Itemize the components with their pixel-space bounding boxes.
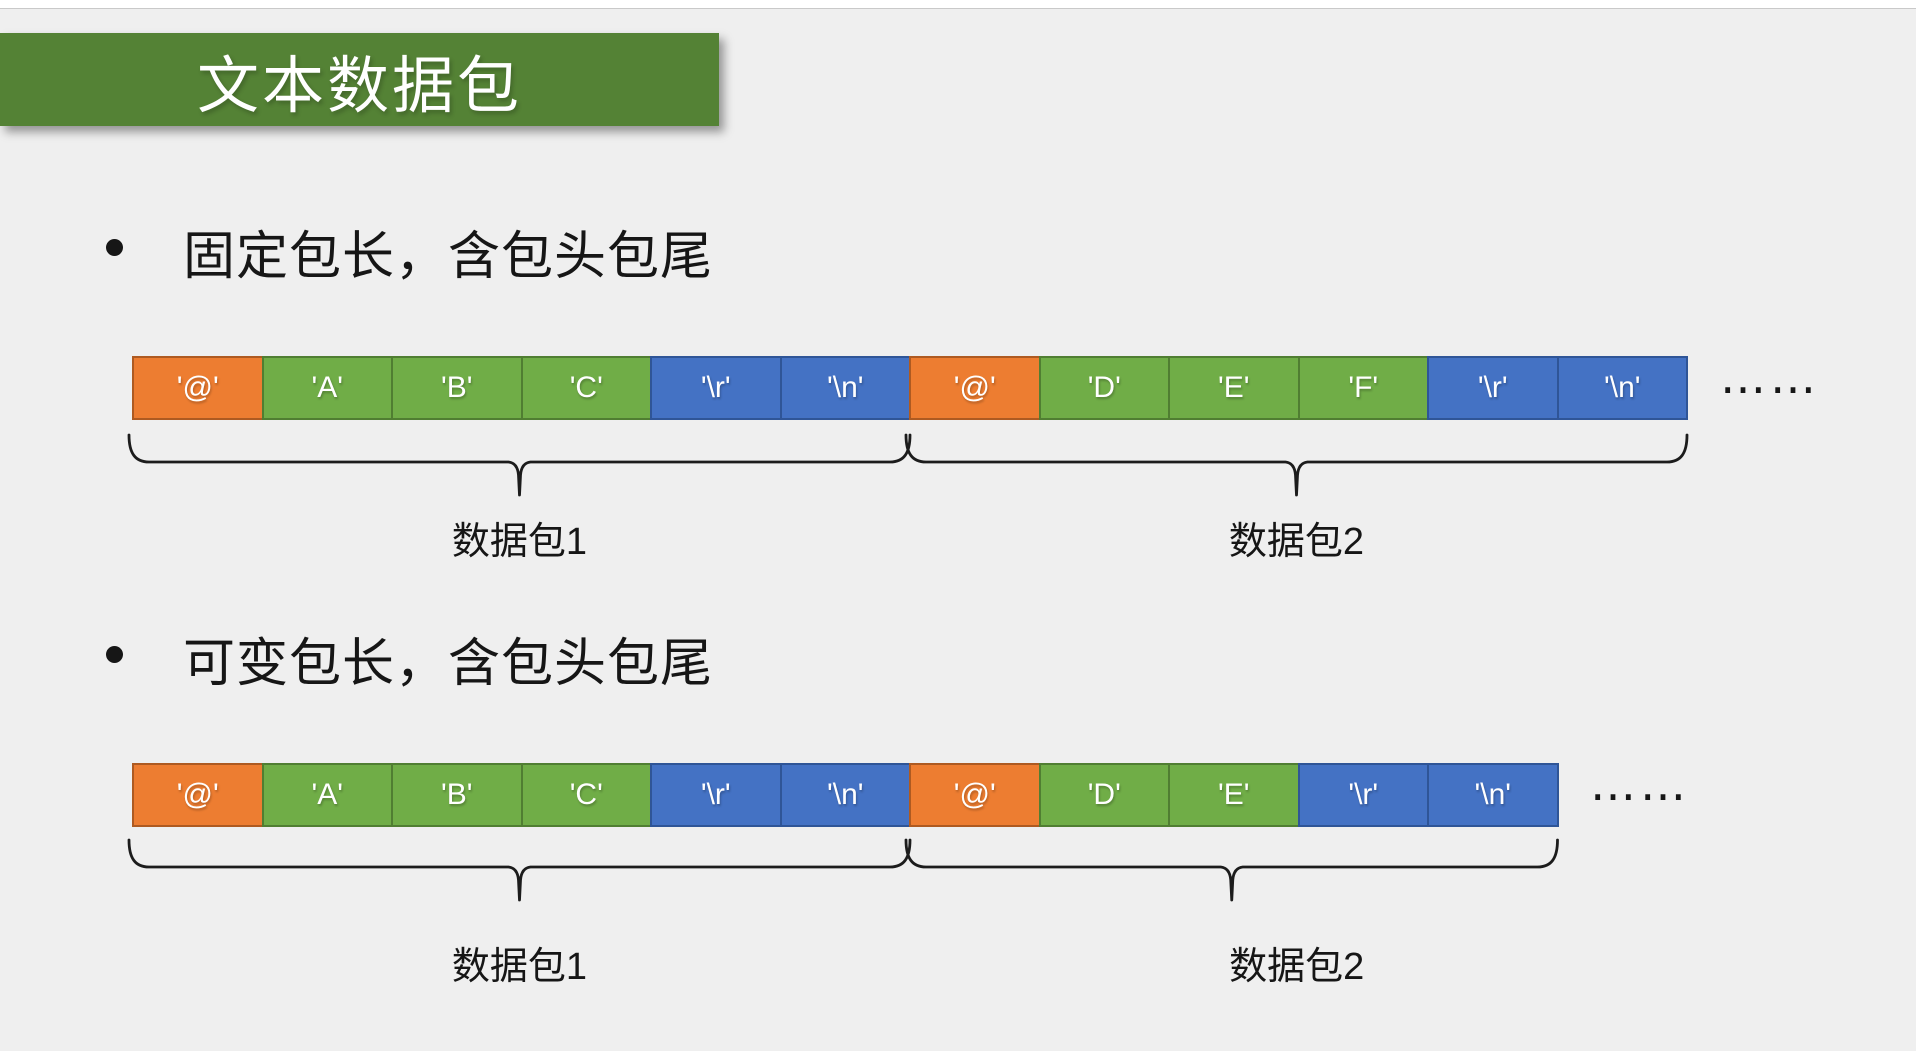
page-title: 文本数据包 [196,51,522,121]
byte-cell: 'E' [1168,356,1300,420]
byte-cell: 'A' [261,763,393,827]
byte-cell: '@' [132,763,264,827]
byte-cell: 'C' [520,356,652,420]
byte-cell: 'A' [261,356,393,420]
bullet-text-variable-length: 可变包长，含包头包尾 [183,635,714,693]
packet-label: 数据包2 [1229,946,1365,988]
byte-cell: '@' [909,356,1041,420]
byte-cell: '\n' [779,356,911,420]
packet-label: 数据包1 [451,946,588,988]
byte-row-fixed: '@''A''B''C''\r''\n''@''D''E''F''\r''\n' [132,356,1688,420]
packet-brace [904,433,1689,497]
byte-cell: 'C' [520,763,652,827]
packet-brace [904,838,1559,902]
byte-cell: '\r' [1427,356,1559,420]
row-ellipsis: …… [1720,350,1820,404]
byte-cell: '\n' [1556,356,1688,420]
byte-cell: 'B' [391,763,523,827]
bullet-icon [106,239,123,256]
byte-cell: '\r' [650,356,782,420]
packet-label: 数据包1 [451,521,588,563]
byte-cell: 'D' [1038,356,1170,420]
byte-cell: 'B' [391,356,523,420]
packet-brace [127,838,912,902]
byte-cell: 'E' [1168,763,1300,827]
byte-cell: 'D' [1038,763,1170,827]
bullet-text-fixed-length: 固定包长，含包头包尾 [183,228,714,286]
byte-cell: '\r' [1297,763,1429,827]
bullet-icon [106,646,123,663]
packet-label: 数据包2 [1228,521,1365,563]
byte-cell: '@' [909,763,1041,827]
byte-row-variable: '@''A''B''C''\r''\n''@''D''E''\r''\n' [132,763,1559,827]
byte-cell: '@' [132,356,264,420]
byte-cell: '\n' [1427,763,1559,827]
byte-cell: '\n' [779,763,911,827]
title-banner: 文本数据包 [0,33,719,126]
row-ellipsis: …… [1590,757,1690,811]
packet-brace [127,433,912,497]
byte-cell: 'F' [1297,356,1429,420]
byte-cell: '\r' [650,763,782,827]
top-strip [0,0,1916,9]
